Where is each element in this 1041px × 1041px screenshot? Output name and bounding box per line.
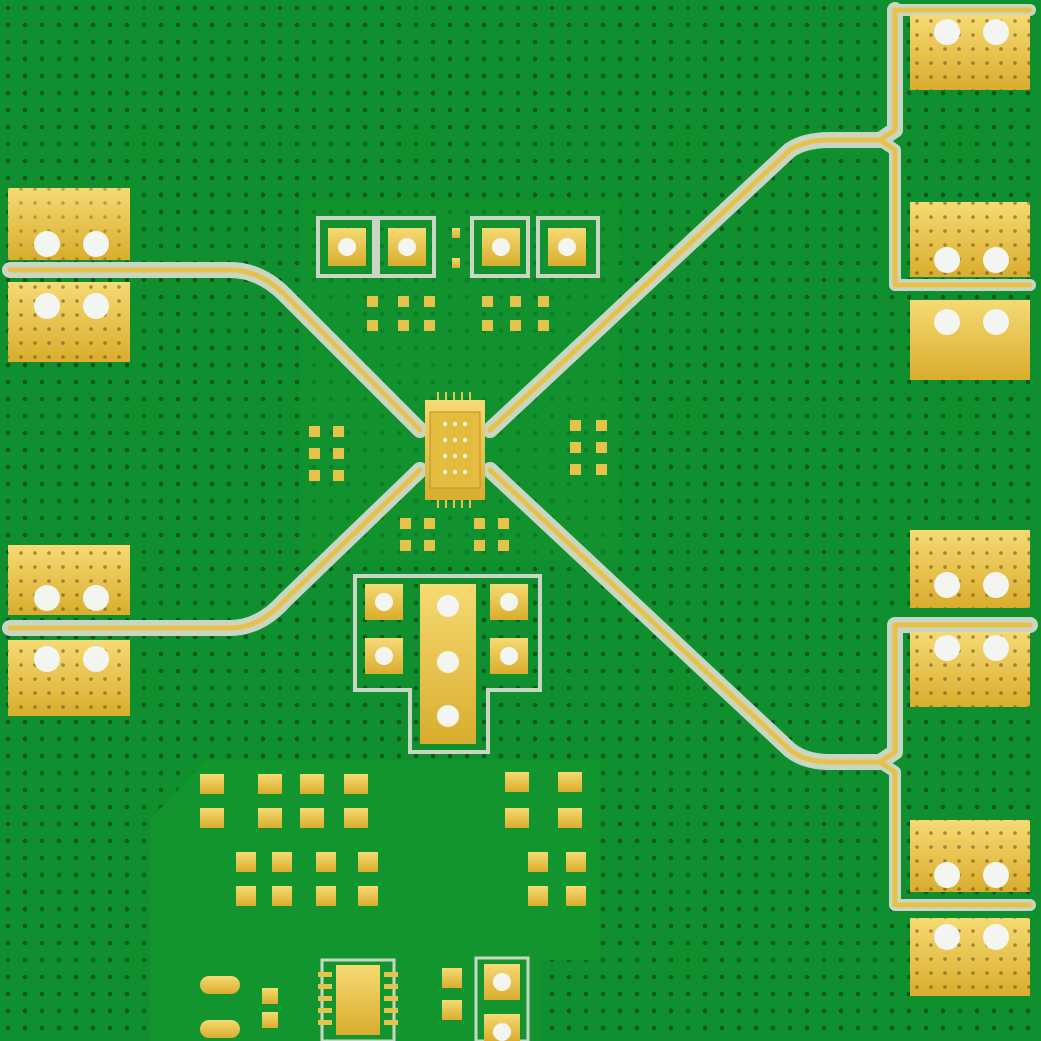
middle-connector-block	[353, 574, 542, 754]
top-header-pads	[316, 216, 600, 278]
central-ic	[425, 392, 485, 508]
left-pad-bottom-upper	[8, 545, 130, 615]
right-pad-2	[910, 202, 1030, 277]
right-pad-3	[910, 300, 1030, 380]
power-section-pads	[200, 772, 586, 906]
left-pad-top-upper	[8, 188, 130, 260]
right-pad-7	[910, 918, 1030, 996]
left-pad-top-lower	[8, 282, 130, 362]
right-pad-1	[910, 15, 1030, 90]
left-pad-bottom-lower	[8, 640, 130, 716]
right-pad-5	[910, 632, 1030, 707]
smd-pads	[309, 296, 607, 551]
rf-traces	[7, 7, 1033, 908]
right-connector-pads	[910, 15, 1030, 996]
left-connector-pads	[8, 188, 130, 716]
bottom-components	[200, 956, 530, 1041]
right-pad-4	[910, 530, 1030, 608]
right-pad-6	[910, 820, 1030, 892]
